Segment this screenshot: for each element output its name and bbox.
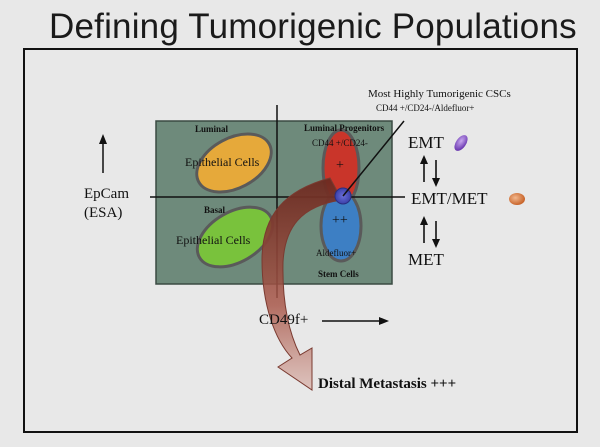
csc-annotation-markers: CD44 +/CD24-/Aldefluor+: [376, 103, 475, 113]
x-axis-label: CD49f+: [259, 312, 309, 328]
stem-cells-label: Stem Cells: [318, 269, 359, 279]
emt-transition-arrows: [420, 155, 440, 187]
csc-pointer-line: [342, 120, 405, 197]
luminal-cells-label: Epithelial Cells: [185, 155, 260, 169]
basal-label: Basal: [204, 205, 226, 215]
plus-plus-label: ++: [332, 213, 348, 228]
distal-metastasis-label: Distal Metastasis +++: [318, 376, 457, 392]
met-label: MET: [408, 250, 444, 269]
basal-cells-label: Epithelial Cells: [176, 233, 251, 247]
y-axis-label-line1: EpCam: [84, 186, 129, 202]
x-axis-arrowhead: [379, 317, 389, 325]
y-axis-label-line2: (ESA): [84, 205, 123, 221]
diagram-frame: [23, 48, 578, 433]
luminal-label: Luminal: [195, 124, 229, 134]
emt-met-label: EMT/MET: [411, 189, 488, 208]
emt-marker: [454, 135, 468, 151]
plus-label: +: [336, 158, 344, 173]
emt-met-marker: [509, 193, 525, 205]
luminal-ellipse: [195, 132, 273, 194]
basal-ellipse: [195, 205, 275, 269]
met-transition-arrows: [420, 216, 440, 248]
luminal-progenitors-markers: CD44 +/CD24-: [312, 138, 368, 148]
y-axis-arrowhead: [99, 134, 107, 144]
aldefluor-label: Aldefluor+: [316, 248, 357, 258]
luminal-progenitors-label: Luminal Progenitors: [304, 123, 385, 133]
emt-label: EMT: [408, 133, 444, 152]
csc-annotation-title: Most Highly Tumorigenic CSCs: [368, 88, 511, 100]
slide-title: Defining Tumorigenic Populations: [49, 7, 577, 46]
metastasis-arrow: [261, 177, 343, 391]
